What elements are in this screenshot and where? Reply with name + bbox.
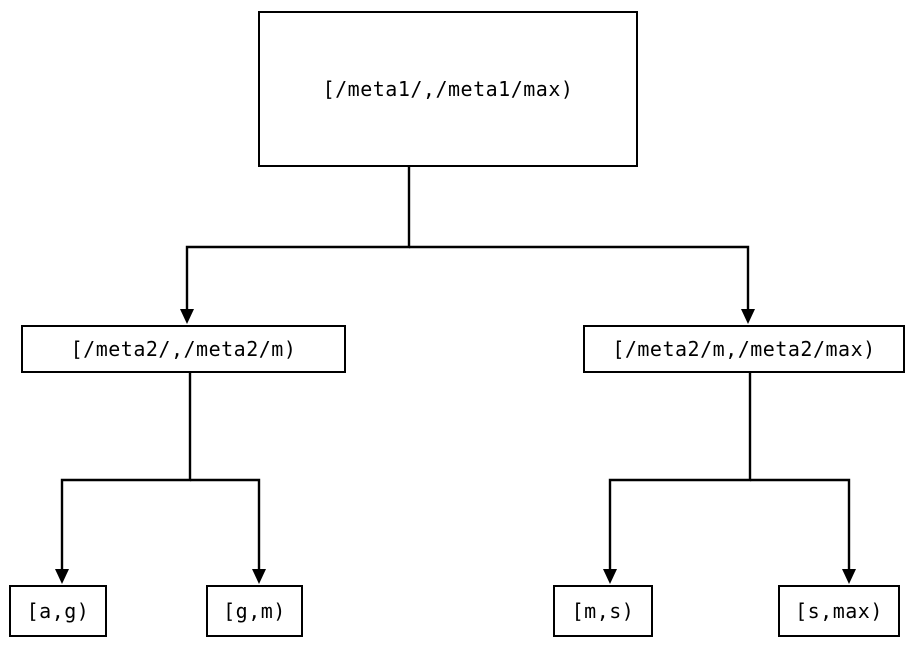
arrowhead-mid-right-to-leaf-smax — [842, 569, 856, 584]
tree-node-root[interactable]: [/meta1/,/meta1/max) — [258, 11, 638, 167]
arrowhead-root-to-mid-left — [180, 309, 194, 324]
edge-mid-left-to-leaves-group — [55, 373, 266, 584]
tree-node-mid-right[interactable]: [/meta2/m,/meta2/max) — [583, 325, 905, 373]
tree-node-leaf-gm[interactable]: [g,m) — [206, 585, 303, 637]
tree-node-mid-left-label: [/meta2/,/meta2/m) — [70, 337, 297, 361]
edge-mid-right-to-leaf-smax — [750, 478, 851, 571]
tree-node-leaf-ag[interactable]: [a,g) — [9, 585, 107, 637]
edge-mid-left-to-leaf-gm — [190, 478, 261, 571]
edge-root-to-mid-group — [180, 167, 755, 324]
tree-node-leaf-ms-label: [m,s) — [571, 599, 635, 623]
tree-node-leaf-ag-label: [a,g) — [26, 599, 90, 623]
edge-mid-left-to-leaf-ag — [60, 373, 192, 571]
edge-mid-right-to-leaves-group — [603, 373, 856, 584]
arrowhead-mid-left-to-leaf-ag — [55, 569, 69, 584]
tree-node-root-label: [/meta1/,/meta1/max) — [322, 77, 574, 101]
tree-node-leaf-ms[interactable]: [m,s) — [553, 585, 653, 637]
edge-mid-right-to-leaf-ms — [608, 373, 752, 571]
tree-node-leaf-smax-label: [s,max) — [795, 599, 883, 623]
arrowhead-mid-right-to-leaf-ms — [603, 569, 617, 584]
arrowhead-mid-left-to-leaf-gm — [252, 569, 266, 584]
arrowhead-root-to-mid-right — [741, 309, 755, 324]
tree-node-mid-right-label: [/meta2/m,/meta2/max) — [612, 337, 876, 361]
tree-node-mid-left[interactable]: [/meta2/,/meta2/m) — [21, 325, 346, 373]
edge-root-to-mid-left — [185, 167, 411, 311]
edge-root-to-mid-right — [409, 245, 750, 311]
tree-node-leaf-smax[interactable]: [s,max) — [778, 585, 900, 637]
tree-node-leaf-gm-label: [g,m) — [223, 599, 286, 623]
